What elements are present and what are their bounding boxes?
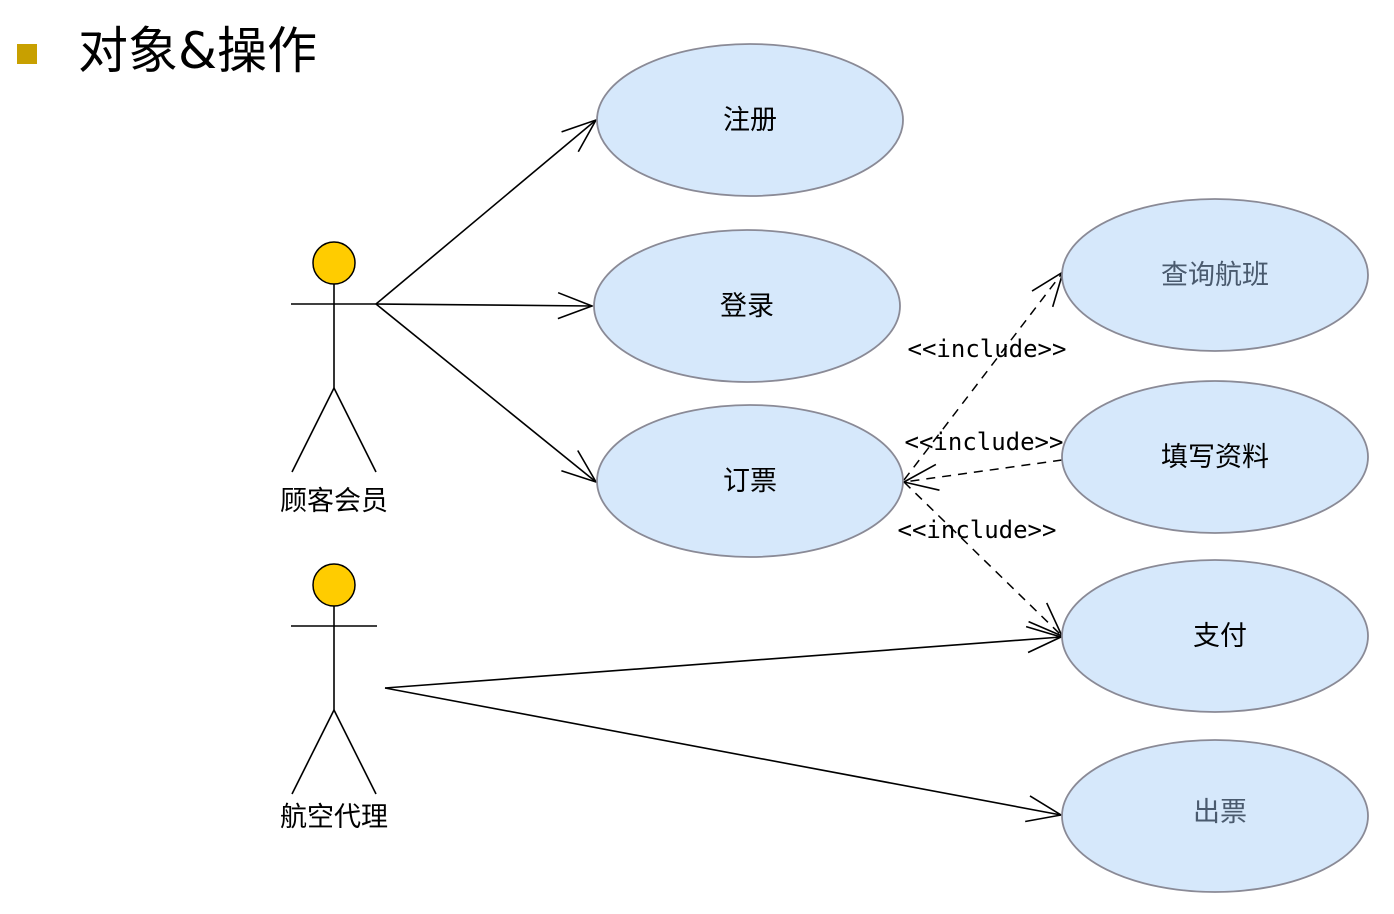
usecase-book-label: 订票 (723, 466, 777, 497)
actor-agent-label: 航空代理 (280, 802, 388, 833)
actor-head-icon (312, 241, 356, 285)
assoc-agent-pay (384, 625, 1064, 689)
usecase-login-label: 登录 (720, 291, 774, 322)
include-label-query: <<include>> (908, 335, 1067, 363)
assoc-customer-login (375, 291, 595, 320)
usecase-register-label: 注册 (723, 105, 777, 136)
title-bullet-icon (17, 44, 37, 64)
include-label-pay: <<include>> (898, 516, 1057, 544)
associations (375, 118, 1064, 823)
usecase-pay-label: 支付 (1193, 621, 1247, 652)
usecase-register: 注册 (596, 43, 904, 197)
page-title: 对象&操作 (78, 22, 317, 80)
usecase-ticket-label: 出票 (1193, 797, 1247, 828)
usecase-book: 订票 (596, 404, 904, 558)
usecase-pay: 支付 (1061, 559, 1369, 713)
actor-customer-label: 顾客会员 (280, 486, 388, 517)
include-label-fill: <<include>> (905, 428, 1064, 456)
usecase-query-label: 查询航班 (1161, 260, 1269, 291)
actor-customer: 顾客会员 (280, 241, 388, 517)
assoc-customer-register (375, 118, 598, 305)
usecase-login: 登录 (593, 229, 901, 383)
usecase-fill-label: 填写资料 (1161, 442, 1269, 473)
include-dependencies (901, 270, 1065, 638)
include-line-query (903, 270, 1065, 481)
usecase-fill: 填写资料 (1061, 380, 1369, 534)
actor-agent: 航空代理 (280, 563, 388, 833)
include-line-pay (903, 481, 1064, 638)
include-line-fill (901, 459, 1063, 491)
assoc-customer-book (375, 303, 598, 484)
actor-head-icon (312, 563, 356, 607)
usecase-ticket: 出票 (1061, 739, 1369, 893)
usecase-query: 查询航班 (1061, 198, 1369, 352)
assoc-agent-ticket (384, 687, 1064, 823)
